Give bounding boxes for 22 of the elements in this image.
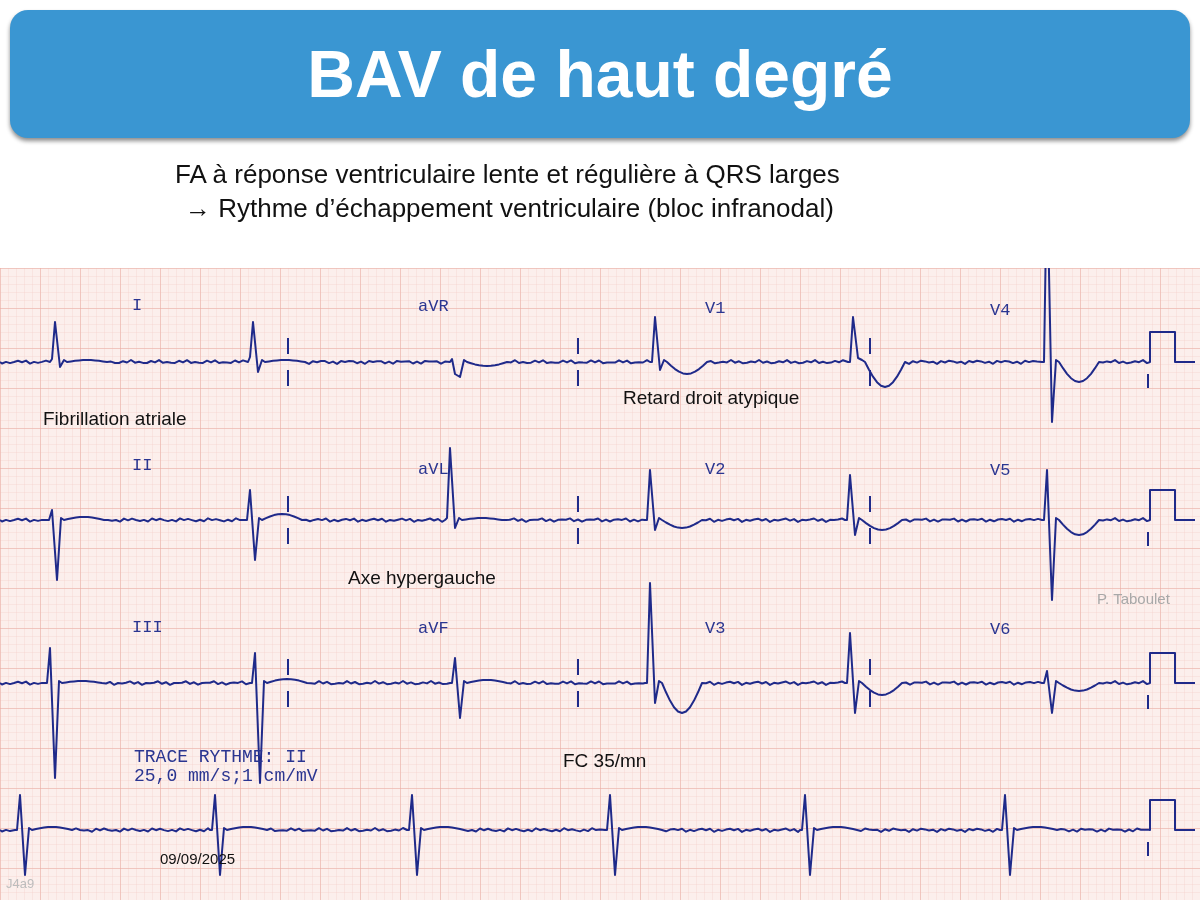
lead-label: II <box>132 456 153 476</box>
lead-label: aVF <box>418 619 449 639</box>
annotation-text: Axe hypergauche <box>348 567 496 589</box>
lead-label: V6 <box>990 620 1011 640</box>
lead-label: V4 <box>990 301 1011 321</box>
annotation-text: Fibrillation atriale <box>43 408 187 430</box>
lead-label: aVL <box>418 460 449 480</box>
title-banner: BAV de haut degré <box>10 10 1190 138</box>
lead-label: I <box>132 296 143 316</box>
lead-label: III <box>132 618 163 638</box>
lead-label: V5 <box>990 461 1011 481</box>
lead-label: V1 <box>705 299 726 319</box>
id-text: J4a9 <box>6 877 35 892</box>
text-line: FA à réponse ventriculaire lente et régulière à QRS larges <box>175 160 840 190</box>
text-line: → Rythme d’échappement ventriculaire (bloc infranodal) <box>185 194 834 224</box>
lead-label: aVR <box>418 297 449 317</box>
lead-label: V3 <box>705 619 726 639</box>
lead-label: V2 <box>705 460 726 480</box>
author-credit: P. Taboulet <box>1097 590 1170 608</box>
annotation-text: FC 35/mn <box>563 750 647 772</box>
annotation-text: Retard droit atypique <box>623 387 800 409</box>
recorder-text: 25,0 mm/s;1 cm/mV <box>134 766 318 787</box>
